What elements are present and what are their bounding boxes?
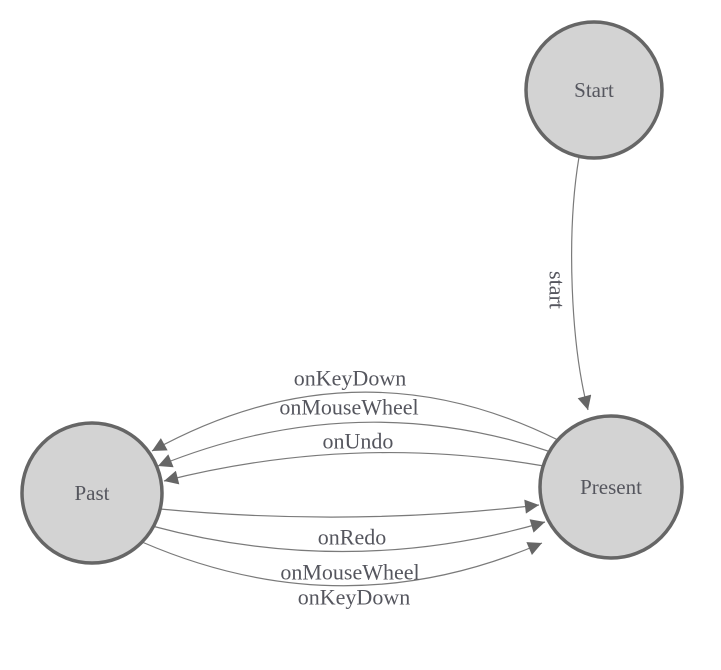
edge-label-onredo: onRedo [318, 525, 386, 550]
edge-past-to-present-onredo [159, 499, 540, 518]
state-node-start[interactable]: Start [524, 20, 664, 160]
edge-start-to-present [571, 156, 592, 411]
state-label-past: Past [74, 481, 109, 505]
edge-past-to-present-onkeydown [141, 541, 543, 587]
edge-label-onundo: onUndo [323, 429, 394, 454]
edge-present-to-past-onundo [163, 451, 545, 485]
state-label-present: Present [580, 475, 642, 499]
edge-label-onmousewheel-top: onMouseWheel [279, 395, 418, 420]
edge-past-to-present-onmousewheel [151, 519, 546, 553]
edge-present-to-past-onkeydown [151, 391, 559, 452]
state-node-present[interactable]: Present [538, 414, 684, 560]
edge-present-to-past-onmousewheel [157, 421, 552, 468]
edge-label-start: start [545, 271, 570, 309]
edge-label-onkeydown-bottom: onKeyDown [298, 585, 410, 610]
state-node-past[interactable]: Past [20, 421, 164, 565]
state-circle-start [524, 20, 664, 160]
state-circle-past [20, 421, 164, 565]
state-label-start: Start [574, 78, 614, 102]
edge-label-onmousewheel-bottom: onMouseWheel [280, 560, 419, 585]
edge-label-onkeydown-top: onKeyDown [294, 366, 406, 391]
state-circle-present [538, 414, 684, 560]
